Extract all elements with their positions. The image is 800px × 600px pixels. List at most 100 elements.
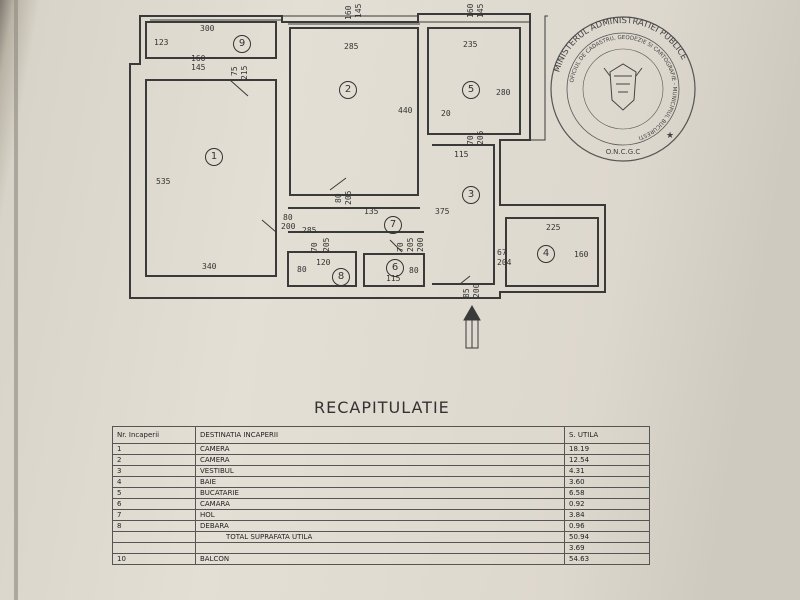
room-number-1: 1 — [205, 148, 223, 166]
dim-label: 160 — [344, 5, 353, 20]
cell-nr — [112, 542, 196, 554]
cell-dest: CAMARA — [195, 498, 565, 510]
column-header-nr: Nr. Incaperii — [112, 426, 196, 444]
dim-label: 340 — [202, 262, 217, 271]
cell-nr: 1 — [112, 443, 196, 455]
stamp-inner-text: OFICIUL DE CADASTRU, GEODEZIE SI CARTOGR… — [569, 35, 677, 141]
room-number-3: 3 — [462, 186, 480, 204]
dim-label: 235 — [463, 40, 478, 49]
dim-label: 200 — [281, 222, 296, 231]
dim-label: 200 — [472, 283, 481, 298]
star-icon: ★ — [666, 131, 674, 141]
cell-nr: 6 — [112, 498, 196, 510]
dim-label: 440 — [398, 106, 413, 115]
cell-area: 18.19 — [564, 443, 650, 455]
svg-text:OFICIUL DE CADASTRU, GEODEZIE: OFICIUL DE CADASTRU, GEODEZIE SI CARTOGR… — [569, 35, 677, 141]
dim-label: 535 — [156, 177, 171, 186]
cell-area: 3.84 — [564, 509, 650, 521]
dim-label: 145 — [354, 3, 363, 18]
cell-nr: 2 — [112, 454, 196, 466]
cell-area: 6.58 — [564, 487, 650, 499]
dim-label: 285 — [302, 226, 317, 235]
cell-nr: 4 — [112, 476, 196, 488]
cell-dest: BUCATARIE — [195, 487, 565, 499]
cell-dest: BAIE — [195, 476, 565, 488]
cell-area: 4.31 — [564, 465, 650, 477]
dim-label: 215 — [240, 65, 249, 80]
binding-fold — [14, 0, 18, 600]
dim-label: 75 — [230, 66, 239, 76]
room-number-4: 4 — [537, 245, 555, 263]
dim-label: 135 — [364, 207, 379, 216]
table-row: 3.69 — [112, 542, 650, 554]
cell-area: 54.63 — [564, 553, 650, 565]
dim-label: 285 — [344, 42, 359, 51]
cell-nr: 8 — [112, 520, 196, 532]
dim-label: 160 — [466, 3, 475, 18]
dim-label: 200 — [416, 237, 425, 252]
dim-label: 205 — [344, 190, 353, 205]
dim-label: 205 — [406, 237, 415, 252]
cell-dest: BALCON — [195, 553, 565, 565]
room-number-6: 6 — [386, 259, 404, 277]
cell-nr: 3 — [112, 465, 196, 477]
dim-label: 70 — [466, 135, 475, 145]
cell-area: 3.60 — [564, 476, 650, 488]
cell-nr: 10 — [112, 553, 196, 565]
cell-dest: TOTAL SUPRAFATA UTILA — [195, 531, 565, 543]
stamp-bottom-text: O.N.C.G.C — [606, 148, 641, 156]
room-number-9: 9 — [233, 35, 251, 53]
dim-label: 145 — [191, 63, 206, 72]
cell-nr — [112, 531, 196, 543]
dim-label: 375 — [435, 207, 450, 216]
coat-of-arms-icon — [603, 63, 643, 111]
dim-label: 300 — [200, 24, 215, 33]
cell-area: 0.96 — [564, 520, 650, 532]
dim-label: 160 — [191, 54, 206, 63]
cell-area: 3.69 — [564, 542, 650, 554]
cell-area: 50.94 — [564, 531, 650, 543]
recap-title: RECAPITULATIE — [314, 398, 450, 417]
cell-dest: CAMERA — [195, 443, 565, 455]
cell-dest: CAMERA — [195, 454, 565, 466]
dim-label: 85 — [462, 288, 471, 298]
cell-area: 12.54 — [564, 454, 650, 466]
dim-label: 80 — [297, 265, 307, 274]
cell-dest: VESTIBUL — [195, 465, 565, 477]
recap-table: Nr. Incaperii DESTINATIA INCAPERII S. UT… — [112, 426, 650, 565]
dim-label: 115 — [386, 274, 401, 283]
dim-label: 225 — [546, 223, 561, 232]
room-number-5: 5 — [462, 81, 480, 99]
cell-dest: DEBARA — [195, 520, 565, 532]
room-number-8: 8 — [332, 268, 350, 286]
cell-dest: HOL — [195, 509, 565, 521]
dim-label: 20 — [441, 109, 451, 118]
cell-nr: 7 — [112, 509, 196, 521]
column-header-destination: DESTINATIA INCAPERII — [195, 426, 565, 444]
dim-label: 70 — [310, 242, 319, 252]
dim-label: 80 — [283, 213, 293, 222]
dim-label: 204 — [497, 258, 512, 267]
dim-label: 80 — [409, 266, 419, 275]
dim-label: 80 — [334, 193, 343, 203]
dim-label: 160 — [574, 250, 589, 259]
cell-dest — [195, 542, 565, 554]
dim-label: 205 — [476, 130, 485, 145]
dim-label: 205 — [322, 237, 331, 252]
dim-label: 280 — [496, 88, 511, 97]
dim-label: 120 — [316, 258, 331, 267]
dim-label: 70 — [396, 242, 405, 252]
official-stamp: MINISTERUL ADMINISTRATIEI PUBLICE OFICIU… — [550, 16, 696, 162]
cell-nr: 5 — [112, 487, 196, 499]
dim-label: 67 — [497, 248, 507, 257]
